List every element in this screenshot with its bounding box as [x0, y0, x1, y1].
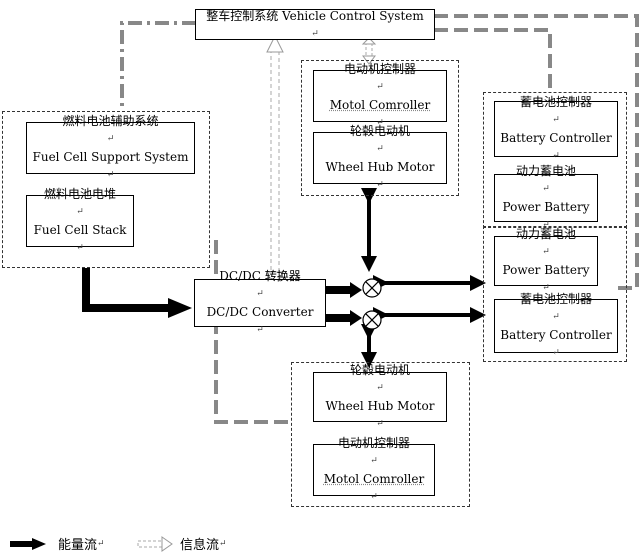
energy-arrow-stack-to-dcdc — [82, 268, 170, 312]
power-battery-bottom-en: Power Battery — [502, 263, 590, 277]
dcdc-converter-en: DC/DC Converter — [206, 305, 314, 319]
battery-controller-bottom-cn: 蓄电池控制器 — [519, 292, 592, 306]
battery-group-bottom — [483, 226, 627, 362]
fuel-cell-stack-box: 燃料电池电堆↵ Fuel Cell Stack↵ — [26, 187, 134, 253]
legend-info-label: 信息流 — [180, 538, 220, 553]
legend-energy-label: 能量流 — [58, 538, 98, 553]
fuel-cell-stack-en: Fuel Cell Stack — [33, 223, 127, 237]
bottom-motor-group — [291, 362, 470, 507]
fuel-cell-group — [2, 111, 210, 268]
energy-arrow-stack-head — [168, 298, 192, 318]
wheel-hub-motor-top-cn: 轮毂电动机 — [349, 124, 410, 138]
dcdc-converter-box: DC/DC 转换器↵ DC/DC Converter↵ — [194, 269, 326, 335]
battery-controller-bottom-en: Battery Controller — [500, 328, 612, 342]
info-flow-vcs-dcdc — [266, 34, 284, 290]
top-motor-group — [301, 60, 459, 196]
motor-controller-top-box: 电动机控制器↵ Motol Comroller↵ — [313, 62, 447, 128]
fuel-cell-support-system-en: Fuel Cell Support System — [32, 150, 189, 164]
fuel-cell-support-system-cn: 燃料电池辅助系统 — [62, 114, 159, 128]
junction-node-upper — [362, 278, 382, 298]
power-battery-bottom-box: 动力蓄电池↵ Power Battery↵ — [494, 227, 598, 293]
legend-energy-icon-head — [32, 538, 46, 550]
power-battery-top-en: Power Battery — [502, 200, 590, 214]
battery-controller-top-cn: 蓄电池控制器 — [519, 95, 592, 109]
energy-arrow-node1-head — [350, 282, 362, 298]
fuel-cell-support-system-box: 燃料电池辅助系统↵ Fuel Cell Support System↵ — [26, 114, 195, 180]
junction-node-lower — [362, 310, 382, 330]
motor-controller-bottom-cn: 电动机控制器 — [337, 436, 410, 450]
vehicle-control-system-label: 整车控制系统 Vehicle Control System — [206, 8, 424, 23]
dcdc-converter-cn: DC/DC 转换器 — [219, 269, 301, 283]
legend-info-flow: 信息流↵ — [174, 534, 227, 553]
motor-controller-top-en: Motol Comroller — [329, 98, 431, 112]
motor-controller-top-cn: 电动机控制器 — [343, 62, 416, 76]
wheel-hub-motor-top-box: 轮毂电动机↵ Wheel Hub Motor↵ — [313, 124, 447, 190]
motor-controller-bottom-box: 电动机控制器↵ Motol Comroller↵ — [313, 436, 435, 502]
fuel-cell-stack-cn: 燃料电池电堆 — [43, 187, 116, 201]
power-battery-top-box: 动力蓄电池↵ Power Battery↵ — [494, 164, 598, 230]
wheel-hub-motor-bottom-box: 轮毂电动机↵ Wheel Hub Motor↵ — [313, 363, 447, 429]
power-battery-bottom-cn: 动力蓄电池 — [515, 227, 576, 241]
battery-controller-bottom-box: 蓄电池控制器↵ Battery Controller↵ — [494, 292, 618, 358]
battery-controller-top-box: 蓄电池控制器↵ Battery Controller↵ — [494, 95, 618, 161]
motor-controller-bottom-en: Motol Comroller — [323, 472, 425, 486]
energy-arrow-node2-head — [350, 310, 362, 326]
vehicle-control-system-box: 整车控制系统 Vehicle Control System↵ — [195, 9, 435, 40]
legend-energy-flow: 能量流↵ — [52, 534, 105, 553]
wheel-hub-motor-top-en: Wheel Hub Motor — [325, 160, 435, 174]
legend-info-icon — [137, 536, 173, 552]
wheel-hub-motor-bottom-cn: 轮毂电动机 — [349, 363, 410, 377]
battery-group-top — [483, 92, 627, 228]
control-line-right-outer — [434, 14, 639, 290]
battery-controller-top-en: Battery Controller — [500, 131, 612, 145]
control-line-left — [120, 21, 196, 110]
power-battery-top-cn: 动力蓄电池 — [515, 164, 576, 178]
wheel-hub-motor-bottom-en: Wheel Hub Motor — [325, 399, 435, 413]
